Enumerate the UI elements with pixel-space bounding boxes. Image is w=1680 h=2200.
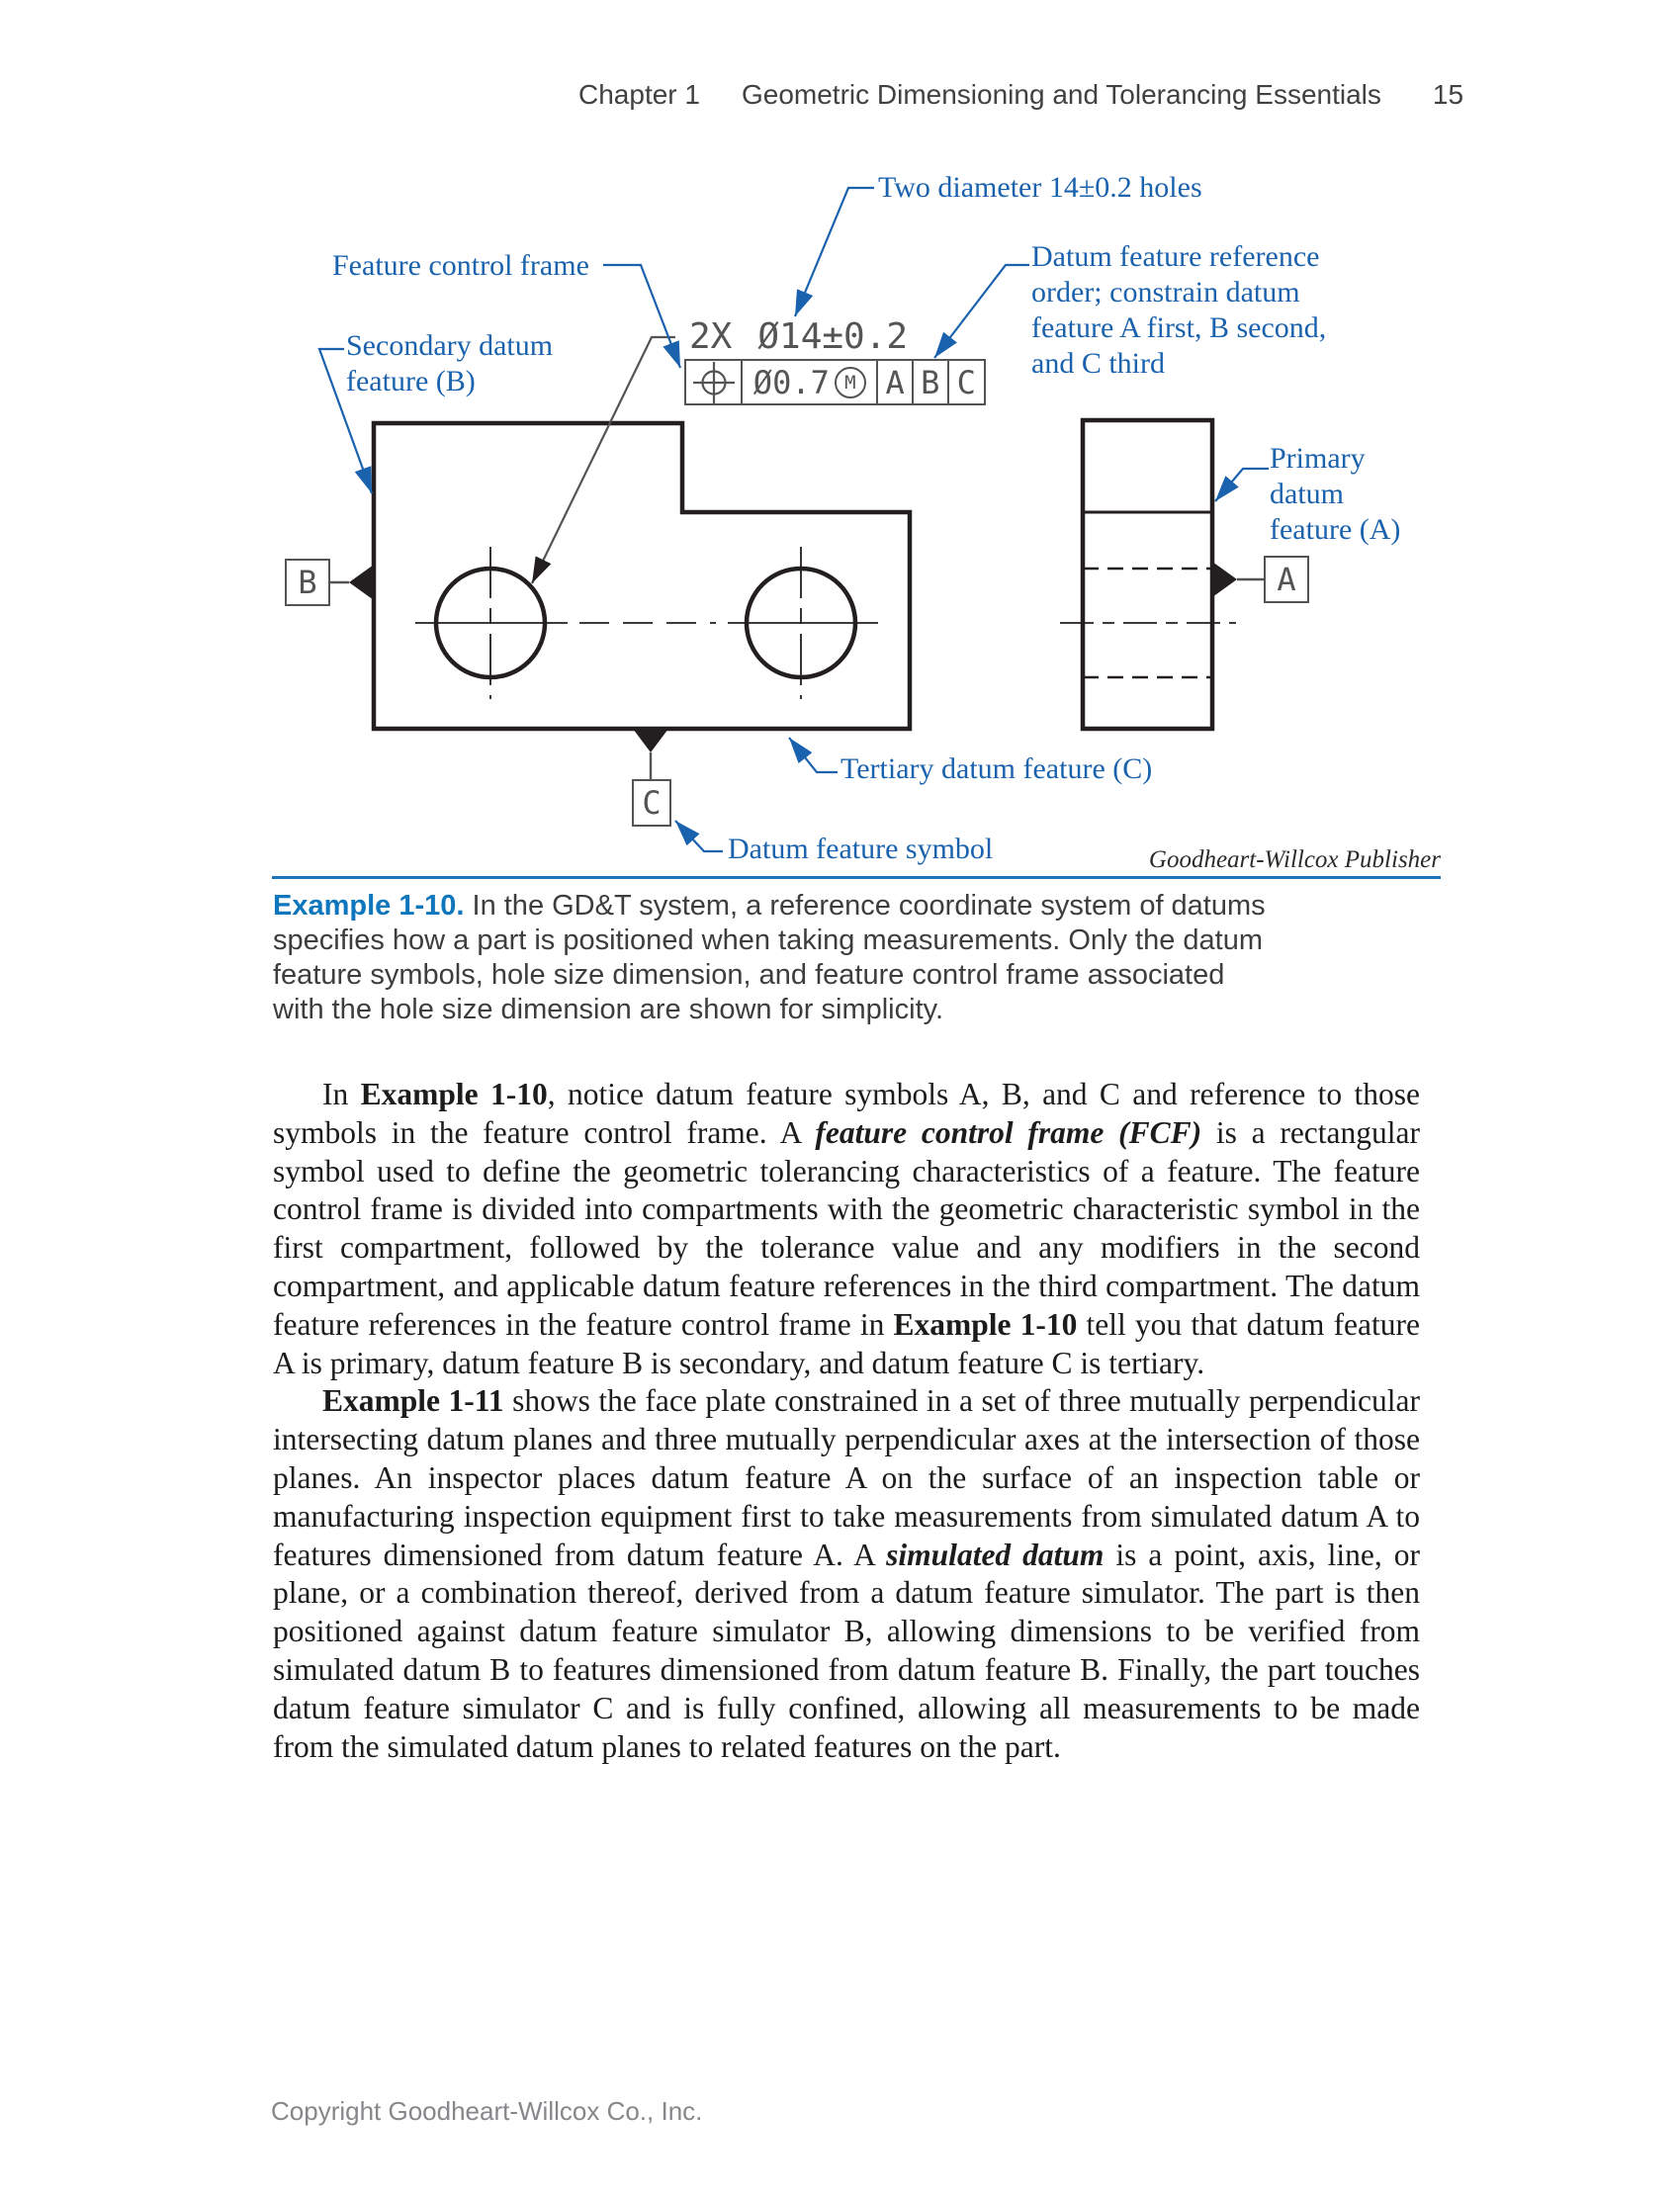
p2-run: is a point, axis, line, or plane, or a c… [273,1537,1420,1764]
body-paragraph-2: Example 1-11 shows the face plate constr… [273,1382,1420,1766]
figure-credit: Goodheart-Willcox Publisher [1148,846,1441,873]
p1-bold-ref: Example 1-10 [893,1306,1078,1342]
hole-dimension: 2X Ø14±0.2 [689,316,908,357]
side-view-hidden-lines [1083,567,1212,679]
chapter-title: Geometric Dimensioning and Tolerancing E… [741,79,1381,110]
p1-term-fcf: feature control frame (FCF) [815,1114,1202,1150]
datum-ref-a: A [878,361,914,403]
dimension-leader [531,335,675,584]
figure-divider-rule [272,876,1441,879]
datum-triangle-a [1212,562,1237,597]
annotation-datum-feature-symbol: Datum feature symbol [728,833,994,865]
hole-circle-right [744,566,858,680]
annotation-datum-reference-order: Datum feature reference order; constrain… [1031,240,1327,380]
page-header: Chapter 1 Geometric Dimensioning and Tol… [578,79,1463,111]
tolerance-value: Ø0.7 [752,363,830,401]
caption-label: Example 1-10. [273,890,465,922]
position-symbol-cell [686,361,744,403]
datum-box-b: B [285,559,330,606]
dimension-count: 2X [689,316,733,357]
tolerance-cell: Ø0.7 M [743,361,879,403]
p1-run: is a rectangular symbol used to define t… [273,1114,1420,1342]
leader-two-holes [793,186,874,317]
p2-bold-ref: Example 1-11 [322,1383,504,1419]
leader-datum-reference-order [933,263,1029,359]
chapter-label: Chapter 1 [578,79,700,110]
annotation-tertiary-datum: Tertiary datum feature (C) [840,752,1153,785]
dimension-size: Ø14±0.2 [757,316,909,357]
annotation-feature-control-frame: Feature control frame [332,249,589,282]
datum-box-a: A [1264,556,1309,603]
figure-caption: Example 1-10. In the GD&T system, a refe… [273,889,1420,1027]
body-text: In Example 1-10, notice datum feature sy… [273,1076,1420,1766]
p2-term-simulated-datum: simulated datum [886,1537,1105,1572]
page-number: 15 [1432,79,1464,110]
datum-triangles [349,562,1237,752]
p2-run: shows the face plate constrained in a se… [273,1383,1420,1572]
feature-control-frame: Ø0.7 M A B C [684,359,986,405]
centerlines [415,547,878,699]
p1-bold-ref: Example 1-10 [360,1077,548,1111]
datum-box-c: C [632,779,671,827]
leader-tertiary-datum [788,737,838,774]
caption-text: In the GD&T system, a reference coordina… [273,890,1266,1025]
side-view-outline [1080,417,1215,732]
material-condition-modifier-icon: M [834,366,866,398]
leader-datum-feature-symbol [674,820,723,853]
datum-leader-stubs [330,577,1264,779]
leader-feature-control-frame [603,263,682,369]
body-paragraph-1: In Example 1-10, notice datum feature sy… [273,1076,1420,1382]
annotation-secondary-datum: Secondary datum feature (B) [346,329,554,397]
annotation-primary-datum: Primary datum feature (A) [1270,442,1401,546]
annotation-two-holes: Two diameter 14±0.2 holes [878,171,1202,204]
front-view-outline [371,420,913,732]
p1-run: In [322,1077,361,1111]
datum-ref-b: B [914,361,949,403]
p1-run: , notice datum feature symbols A, B, and… [273,1077,1420,1150]
datum-triangle-b [349,565,374,600]
leader-primary-datum [1214,467,1269,502]
position-symbol-icon [692,361,735,403]
p1-run: tell you that datum feature A is primary… [273,1306,1420,1380]
hole-circle-left [433,566,548,680]
footer-copyright: Copyright Goodheart-Willcox Co., Inc. [271,2096,703,2126]
datum-ref-c: C [956,363,976,401]
datum-triangle-c [633,729,668,752]
